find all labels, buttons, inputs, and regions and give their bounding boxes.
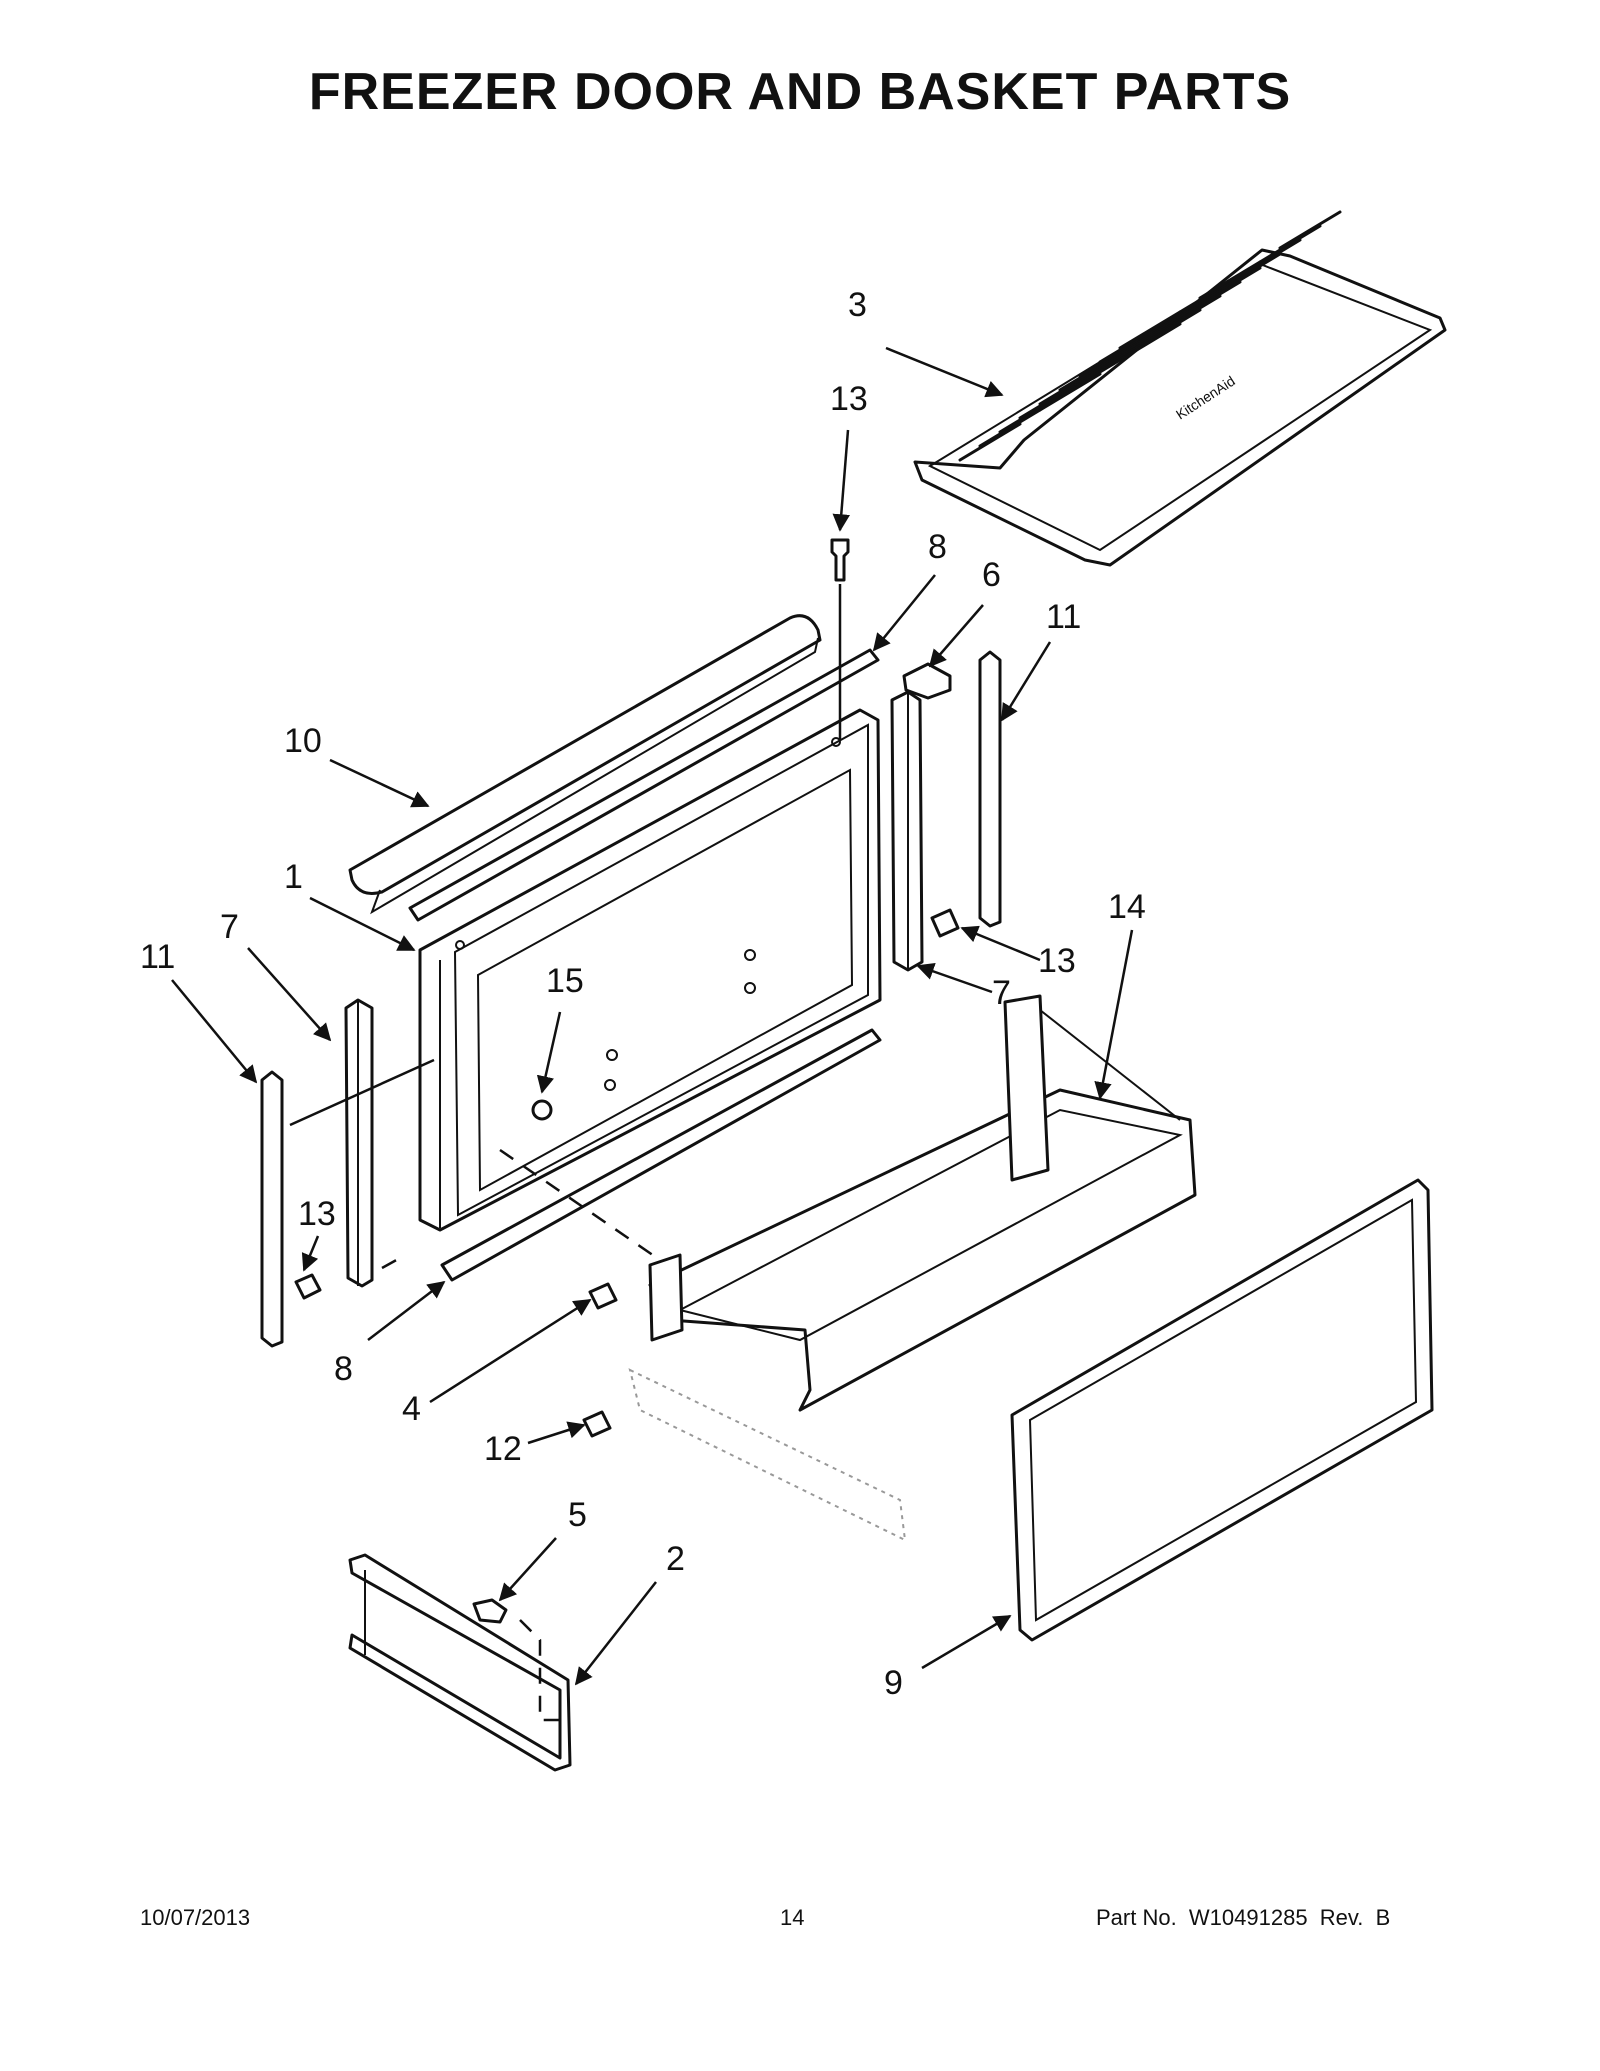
callout-6: 6 [982,556,1001,594]
shelf-slot [1038,372,1102,412]
shelf-slot [1238,238,1302,278]
callout-7-right: 7 [992,974,1011,1012]
shelf-slot [1158,288,1222,328]
callout-15: 15 [546,962,584,1000]
hidden-part-outline [628,1368,907,1542]
part-11-left-strip [260,1070,284,1348]
part-1-door-frame [418,708,882,1232]
shelf-slot [1098,324,1162,364]
part-8-top-strip [408,648,880,922]
shelf-slot [1198,260,1262,300]
shelf-slot [1198,266,1262,306]
screw-13-left [294,1273,322,1300]
callout-1: 1 [284,858,303,896]
callout-13-mid: 13 [1038,942,1076,980]
callout-7-left: 7 [220,908,239,946]
shelf-slot [1058,358,1122,398]
footer-part-number: Part No. W10491285 Rev. B [1096,1905,1391,1930]
shelf-slot [1138,308,1202,348]
screw-4 [588,1282,618,1310]
screw-12 [582,1410,612,1438]
callout-9: 9 [884,1664,903,1702]
callout-labels: 3 13 8 6 11 10 1 7 11 15 13 7 14 13 8 4 … [140,286,1146,1702]
part-14-basket [648,994,1197,1412]
shelf-slot [1098,330,1162,370]
callout-3: 3 [848,286,867,324]
callout-10: 10 [284,722,322,760]
part-6-clip [902,662,952,700]
shelf-slot [1178,280,1242,320]
callout-11-right: 11 [1046,598,1081,636]
shelf-slot [1138,302,1202,342]
part-2-handle [348,1553,572,1772]
screw-13-top [830,538,850,582]
leader-lines [171,346,1134,1686]
callout-12: 12 [484,1430,522,1468]
shelf-slot [1118,310,1182,350]
callout-14: 14 [1108,888,1146,926]
callout-5: 5 [568,1496,587,1534]
part-3-shelf: KitchenAid [913,210,1447,567]
shelf-slot [1078,344,1142,384]
assembly-lines [289,584,842,1722]
page-title: FREEZER DOOR AND BASKET PARTS [308,63,1292,121]
shelf-slot [1158,294,1222,334]
part-8-bottom-strip [440,1028,882,1282]
callout-13-left: 13 [298,1195,336,1233]
callout-4: 4 [402,1390,421,1428]
shelf-slot [958,422,1022,462]
shelf-slot [1078,338,1142,378]
part-7-right-rail [890,690,924,972]
callout-8-top: 8 [928,528,947,566]
part-9-gasket [1010,1178,1434,1642]
part-10-top-trim [348,614,822,915]
footer-page-number: 14 [780,1905,805,1930]
shelf-slot [1218,252,1282,292]
shelf-slot [1258,224,1322,264]
callout-11-left: 11 [140,938,175,976]
shelf-slot [1278,210,1342,250]
callout-8-bottom: 8 [334,1350,353,1388]
shelf-slot [1058,352,1122,392]
footer-date: 10/07/2013 [140,1905,251,1930]
part-7-left-rail [344,998,374,1288]
part-11-right-strip [978,650,1002,928]
callout-2: 2 [666,1540,685,1578]
screw-5 [472,1598,508,1624]
shelf-slot [1018,380,1082,420]
shelf-slot [978,408,1042,448]
callout-13-top: 13 [830,380,868,418]
shelf-slot [998,394,1062,434]
nut-15 [531,1099,553,1121]
shelf-slot [1178,274,1242,314]
shelf-slot [1038,366,1102,406]
screw-13-mid [930,908,960,938]
shelf-slot [1118,322,1182,362]
shelf-slot [1118,316,1182,356]
